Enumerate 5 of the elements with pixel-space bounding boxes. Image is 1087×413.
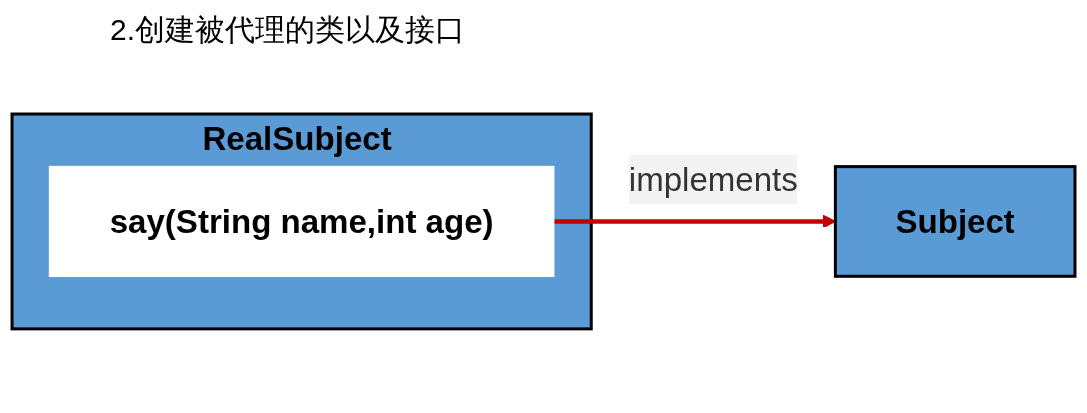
edge-label: implements [628,160,798,198]
node-box: Subject [833,164,1077,278]
arrow [553,214,836,228]
node-box: say(String name,int age) [48,165,555,277]
diagram-title: 2.创建被代理的类以及接口 [110,12,466,48]
